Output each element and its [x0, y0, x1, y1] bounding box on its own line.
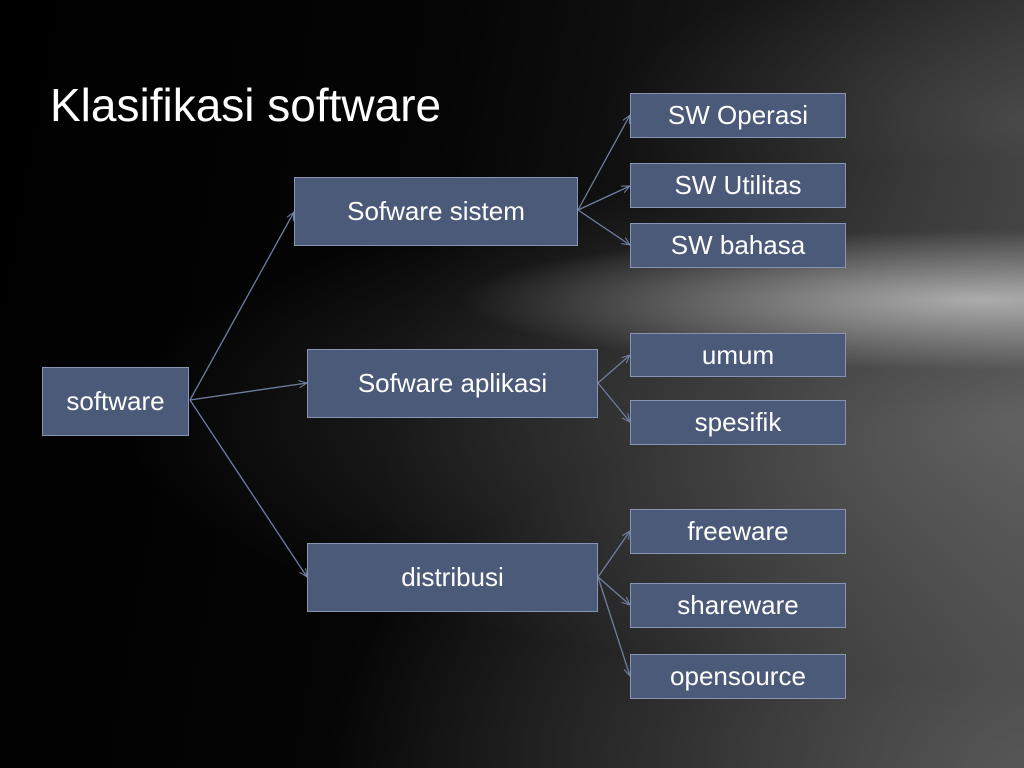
node-sw-bahasa: SW bahasa	[630, 223, 846, 268]
connector-distribusi-opensource	[597, 576, 630, 676]
connector-sistem-bahasa	[577, 209, 630, 245]
node-umum: umum	[630, 333, 846, 377]
slide-title: Klasifikasi software	[50, 79, 442, 131]
connector-sistem-utilitas	[577, 185, 630, 211]
node-sw-operasi: SW Operasi	[630, 93, 846, 138]
node-distribusi: distribusi	[307, 543, 598, 612]
node-sw-utilitas: SW Utilitas	[630, 163, 846, 208]
connector-sistem-operasi	[577, 115, 630, 211]
connector-root-aplikasi	[189, 383, 307, 401]
connector-distribusi-shareware	[597, 576, 630, 605]
node-spesifik: spesifik	[630, 400, 846, 445]
node-opensource: opensource	[630, 654, 846, 699]
node-sofware-sistem: Sofware sistem	[294, 177, 578, 246]
connector-aplikasi-spesifik	[597, 382, 630, 422]
connector-root-sistem	[189, 212, 294, 401]
connector-aplikasi-umum	[597, 355, 630, 384]
connector-root-distribusi	[189, 399, 307, 577]
connector-distribusi-freeware	[597, 531, 630, 578]
node-sofware-aplikasi: Sofware aplikasi	[307, 349, 598, 418]
node-shareware: shareware	[630, 583, 846, 628]
node-freeware: freeware	[630, 509, 846, 554]
node-software: software	[42, 367, 189, 436]
